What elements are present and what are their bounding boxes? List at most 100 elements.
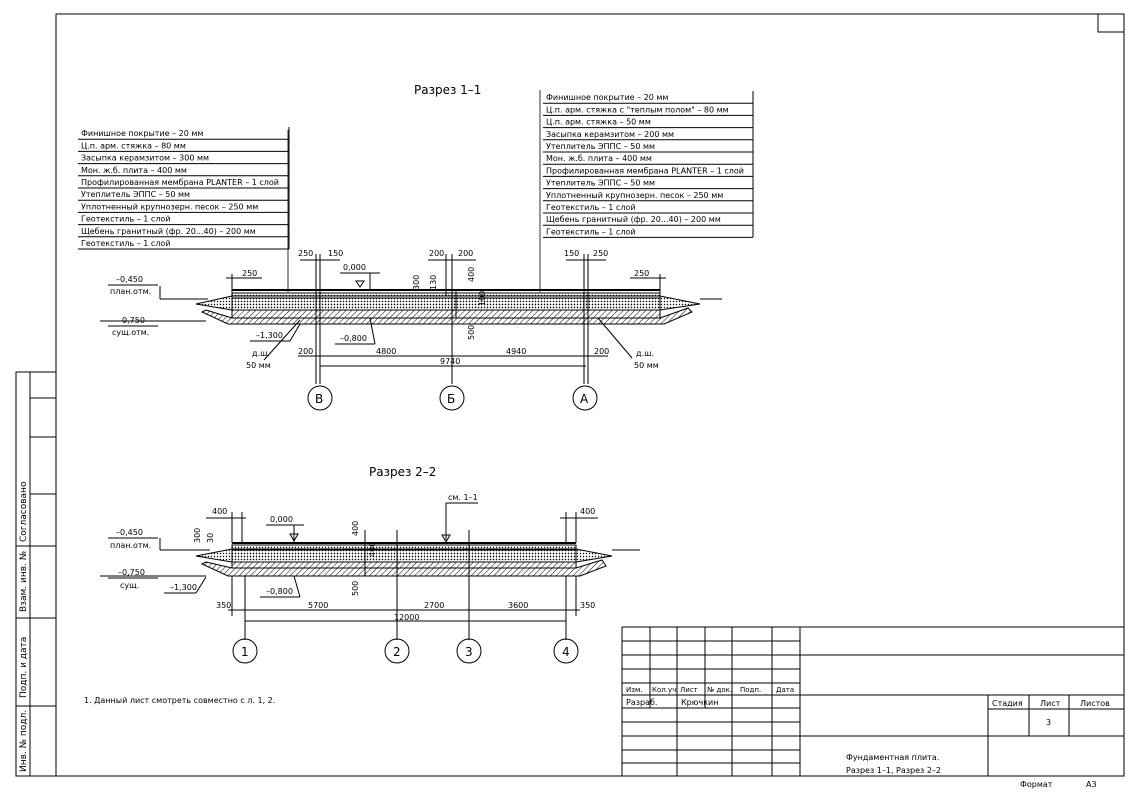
side-inv-podl: Инв. № подл. (19, 710, 29, 772)
layer-label: Геотекстиль – 1 слой (546, 203, 636, 212)
tb-sheet-number: 3 (1046, 718, 1051, 727)
svg-text:100: 100 (478, 291, 487, 306)
svg-text:5700: 5700 (308, 601, 328, 610)
section2-title: Разрез 2–2 (369, 465, 436, 479)
svg-text:200: 200 (298, 347, 313, 356)
section1-left-layers: Финишное покрытие – 20 мм Ц.п. арм. стяжк… (78, 127, 290, 250)
svg-text:12000: 12000 (394, 613, 419, 622)
tb-col-header: Подп. (740, 686, 761, 694)
svg-text:план.отм.: план.отм. (110, 287, 151, 296)
tb-stage-header: Стадия (992, 699, 1023, 708)
layer-label: Ц.п. арм. стяжка – 80 мм (81, 141, 186, 150)
svg-text:30: 30 (206, 533, 215, 543)
layer-label: Геотекстиль – 1 слой (81, 239, 171, 248)
tb-title-1: Фундаментная плита. (846, 753, 939, 762)
side-sign-date: Подп. и дата (19, 637, 29, 698)
svg-text:250: 250 (242, 269, 257, 278)
svg-text:3600: 3600 (508, 601, 528, 610)
axis-B: Б (447, 392, 455, 406)
corner-box (1097, 13, 1125, 33)
tb-title-2: Разрез 1–1, Разрез 2–2 (846, 766, 941, 775)
section2-ref: см. 1–1 (448, 493, 478, 502)
section1-top-dims: 250 250 150 200 200 300 130 400 100 150 … (226, 249, 666, 340)
svg-text:300: 300 (412, 275, 421, 290)
layer-label: Засыпка керамзитом – 200 мм (546, 130, 674, 139)
tb-sheets-header: Листов (1080, 699, 1110, 708)
svg-text:–0,450: –0,450 (116, 528, 143, 537)
layer-label: Уплотненный крупнозерн. песок – 250 мм (546, 191, 723, 200)
svg-text:4940: 4940 (506, 347, 526, 356)
svg-text:–0,750: –0,750 (118, 316, 145, 325)
section2-top-dims: 400 300 30 400 400 500 400 (193, 507, 598, 596)
section1-title: Разрез 1–1 (414, 83, 481, 97)
section2-foundation (100, 542, 640, 577)
svg-text:130: 130 (429, 275, 438, 290)
tb-col-header: Кол.уч. (652, 686, 678, 694)
layer-label: Утеплитель ЭППС – 50 мм (546, 179, 655, 188)
axis-3: 3 (465, 645, 473, 659)
svg-text:д.ш.: д.ш. (252, 349, 270, 358)
format-value: А3 (1086, 780, 1097, 789)
layer-label: Мон. ж.б. плита – 400 мм (81, 166, 187, 175)
side-inv-vz: Взам. инв. № (19, 551, 29, 612)
svg-text:500: 500 (351, 581, 360, 596)
section2-bottom-dims: 350 5700 2700 3600 350 12000 (216, 530, 595, 640)
sheet-border (55, 13, 1125, 777)
svg-text:4800: 4800 (376, 347, 396, 356)
svg-text:200: 200 (458, 249, 473, 258)
section1-axes: В Б А (307, 385, 598, 411)
svg-text:2700: 2700 (424, 601, 444, 610)
svg-text:0,000: 0,000 (270, 515, 293, 524)
layer-label: Утеплитель ЭППС – 50 мм (81, 190, 190, 199)
svg-text:50 мм: 50 мм (634, 361, 659, 370)
layer-label: Мон. ж.б. плита – 400 мм (546, 154, 652, 163)
svg-text:–1,300: –1,300 (256, 331, 283, 340)
svg-text:500: 500 (467, 325, 476, 340)
section1-levels: –0,450 план.отм. –0,750 сущ.отм. 0,000 –… (108, 263, 380, 345)
svg-text:д.ш.: д.ш. (636, 349, 654, 358)
layer-label: Геотекстиль – 1 слой (546, 227, 636, 236)
section1-bottom-dims: 200 4800 4940 200 9740 д.ш. 50 мм д.ш. 5… (246, 317, 659, 384)
svg-text:200: 200 (429, 249, 444, 258)
tb-col-header: № док. (707, 686, 732, 694)
section2-levels: –0,450 план.отм. –0,750 сущ. –1,300 0,00… (108, 515, 304, 598)
svg-text:400: 400 (212, 507, 227, 516)
svg-text:–1,300: –1,300 (170, 583, 197, 592)
tb-col-header: Изм. (626, 686, 642, 694)
layer-label: Щебень гранитный (фр. 20...40) – 200 мм (546, 215, 721, 224)
svg-text:план.отм.: план.отм. (110, 541, 151, 550)
svg-text:250: 250 (634, 269, 649, 278)
axis-V: В (315, 392, 323, 406)
section1-foundation (100, 289, 722, 325)
layer-label: Щебень гранитный (фр. 20...40) – 200 мм (81, 227, 256, 236)
layer-label: Ц.п. арм. стяжка с "теплым полом" – 80 м… (546, 105, 729, 114)
layer-label: Уплотненный крупнозерн. песок – 250 мм (81, 202, 258, 211)
svg-text:400: 400 (467, 267, 476, 282)
layer-label: Профилированная мембрана PLANTER – 1 сло… (81, 178, 279, 187)
svg-text:50 мм: 50 мм (246, 361, 271, 370)
svg-text:–0,800: –0,800 (266, 587, 293, 596)
svg-text:400: 400 (580, 507, 595, 516)
svg-text:–0,450: –0,450 (116, 275, 143, 284)
layer-label: Утеплитель ЭППС – 50 мм (546, 142, 655, 151)
svg-text:350: 350 (216, 601, 231, 610)
svg-text:0,000: 0,000 (343, 263, 366, 272)
svg-text:–0,800: –0,800 (340, 334, 367, 343)
tb-name: Крючкин (681, 698, 718, 707)
tb-role: Разраб. (626, 698, 657, 707)
axis-A: А (580, 392, 589, 406)
svg-text:400: 400 (368, 542, 377, 557)
svg-text:150: 150 (564, 249, 579, 258)
axis-1: 1 (241, 645, 249, 659)
section1-right-layers: Финишное покрытие – 20 мм Ц.п. арм. стяжк… (543, 91, 754, 238)
axis-4: 4 (562, 645, 570, 659)
axis-2: 2 (393, 645, 401, 659)
general-note: 1. Данный лист смотреть совместно с л. 1… (84, 696, 275, 705)
layer-label: Финишное покрытие – 20 мм (546, 93, 668, 102)
layer-label: Финишное покрытие – 20 мм (81, 129, 203, 138)
side-agreed: Согласовано (19, 481, 29, 542)
svg-text:250: 250 (298, 249, 313, 258)
section2-axes: 1 2 3 4 (232, 638, 579, 664)
